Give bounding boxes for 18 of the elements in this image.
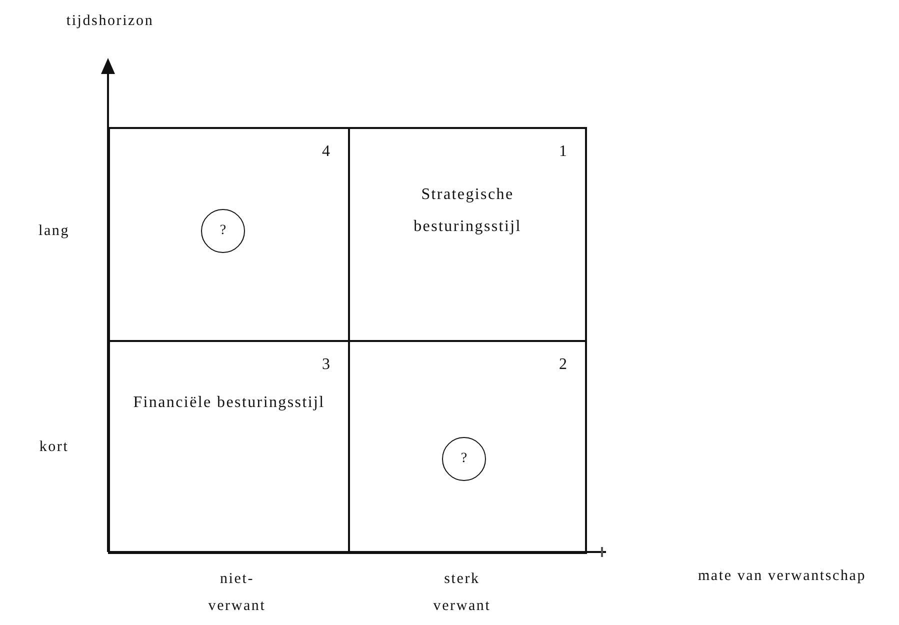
quadrant-box xyxy=(348,127,587,342)
quadrant-box xyxy=(108,340,350,554)
axis-value-label: lang xyxy=(37,222,71,241)
quadrant-number: 2 xyxy=(559,356,567,374)
axis-value-label: kort xyxy=(38,438,70,457)
question-circle: ? xyxy=(442,437,486,481)
quadrant-number: 4 xyxy=(322,143,330,161)
quadrant-number: 1 xyxy=(559,143,567,161)
quadrant-label: Financiële besturingsstijl xyxy=(132,393,326,413)
axis-title: tijdshorizon xyxy=(65,12,155,31)
quadrant-box xyxy=(348,340,587,554)
quadrant-number: 3 xyxy=(322,356,330,374)
axis-title: mate van verwantschap xyxy=(696,567,868,586)
quadrant-box xyxy=(108,127,350,342)
question-circle: ? xyxy=(201,209,245,253)
category-label: niet- verwant xyxy=(207,570,267,616)
quadrant-label: Strategische besturingsstijl xyxy=(412,185,522,237)
category-label: sterk verwant xyxy=(432,570,492,616)
